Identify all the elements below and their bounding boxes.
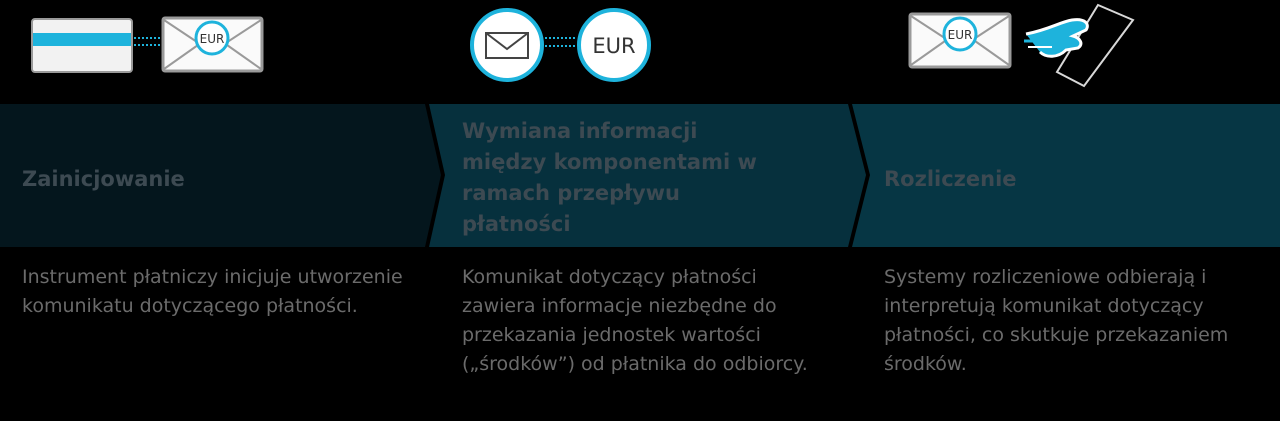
stage-3-title: Rozliczenie	[884, 167, 1017, 191]
icons-row: EUR EUR EUR	[31, 3, 1135, 88]
stage-1-chevron	[0, 104, 441, 247]
process-band	[0, 104, 1280, 247]
stage-3-chevron	[852, 104, 1280, 247]
envelope-eur-icon: EUR	[908, 12, 1012, 69]
envelope-circle-icon	[470, 8, 544, 82]
stage-2-title: Wymiana informacji między komponentami w…	[462, 119, 757, 236]
stage-3-description: Systemy rozliczeniowe odbierają i interp…	[884, 266, 1229, 375]
hand-card-icon	[1024, 3, 1135, 88]
eur-label: EUR	[948, 28, 973, 42]
stage-2-chevron	[429, 104, 866, 247]
eur-label: EUR	[592, 34, 635, 58]
eur-label: EUR	[200, 32, 225, 46]
stage-2-description: Komunikat dotyczący płatności zawiera in…	[462, 266, 808, 375]
stage-1-description: Instrument płatniczy inicjuje utworzenie…	[22, 266, 403, 317]
eur-circle-icon: EUR	[577, 8, 651, 82]
envelope-eur-icon: EUR	[161, 16, 264, 73]
card-icon	[31, 18, 133, 73]
stage-1-title: Zainicjowanie	[22, 167, 185, 191]
